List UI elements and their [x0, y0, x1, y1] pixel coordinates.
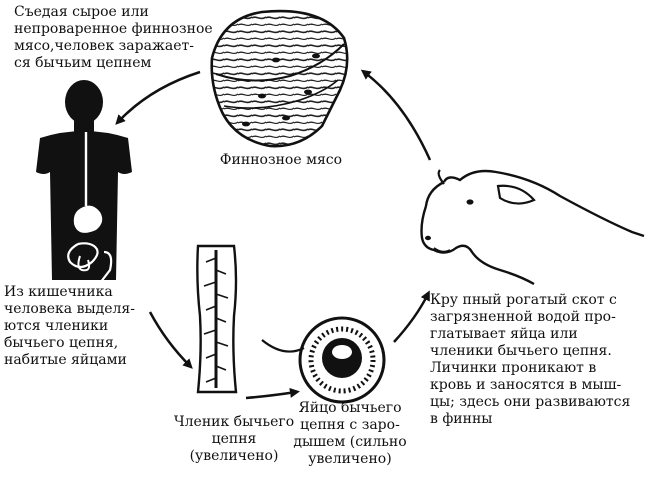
arrow-egg-to-cattle	[394, 294, 428, 342]
egg-with-embryo-icon	[262, 318, 384, 402]
label-infected-meat: Финнозное мясо	[206, 152, 356, 169]
infected-meat-icon	[212, 11, 347, 146]
arrow-meat-to-human	[118, 72, 200, 122]
label-intestine: Из кишечника человека выделя- ются члени…	[4, 284, 164, 369]
human-silhouette-icon	[36, 80, 132, 296]
label-segment: Членик бычьего цепня (увеличено)	[168, 414, 300, 465]
cow-head-icon	[422, 170, 645, 284]
arrow-cattle-to-meat	[364, 72, 430, 160]
label-cattle: Кру пный рогатый скот с загрязненной вод…	[430, 292, 645, 428]
label-egg: Яйцо бычьего цепня с заро- дышем (сильно…	[292, 400, 408, 468]
arrow-segment-to-egg	[246, 392, 296, 398]
tapeworm-segment-icon	[197, 246, 236, 392]
label-eat-raw-meat: Съедая сырое или непроваренное финнозное…	[14, 4, 219, 72]
